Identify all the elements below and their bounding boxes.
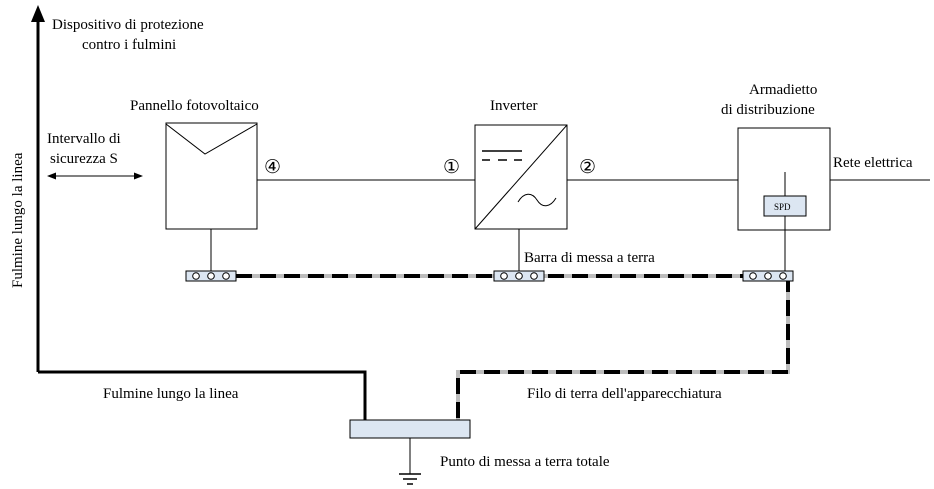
spd-device-label-line2: contro i fulmini — [82, 37, 176, 53]
vertical-lightning-label: Fulmine lungo la linea — [10, 152, 26, 288]
marker-1: ① — [443, 157, 460, 178]
spd-device-label-line1: Dispositivo di protezione — [52, 17, 204, 33]
cabinet-title-line1: Armadietto — [749, 82, 817, 98]
cabinet-title-line2: di distribuzione — [721, 102, 815, 118]
inverter-title: Inverter — [490, 98, 537, 114]
bottom-lightning-label: Fulmine lungo la linea — [103, 386, 239, 402]
grounding-bar-label: Barra di messa a terra — [524, 250, 655, 266]
ground-bar-middle — [493, 270, 545, 282]
inverter — [474, 124, 568, 230]
pv-panel — [165, 122, 258, 230]
earth-ground-icon — [399, 438, 421, 485]
marker-4: ④ — [264, 157, 281, 178]
spd-module-label: SPD — [774, 202, 791, 212]
safety-interval-label-line2: sicurezza S — [50, 151, 118, 167]
total-grounding-block — [349, 419, 471, 439]
total-ground-point-label: Punto di messa a terra totale — [440, 454, 610, 470]
pv-panel-title: Pannello fotovoltaico — [130, 98, 259, 114]
marker-2: ② — [579, 157, 596, 178]
ground-bar-right — [742, 270, 794, 282]
safety-interval-arrow — [47, 172, 143, 180]
distribution-cabinet — [737, 127, 831, 272]
ground-bar-left — [185, 270, 237, 282]
equipment-ground-wire-label: Filo di terra dell'apparecchiatura — [527, 386, 722, 402]
equipment-ground-conductor — [236, 274, 790, 420]
lightning-down-conductor — [31, 5, 367, 420]
grid-label: Rete elettrica — [833, 155, 913, 171]
safety-interval-label-line1: Intervallo di — [47, 131, 121, 147]
